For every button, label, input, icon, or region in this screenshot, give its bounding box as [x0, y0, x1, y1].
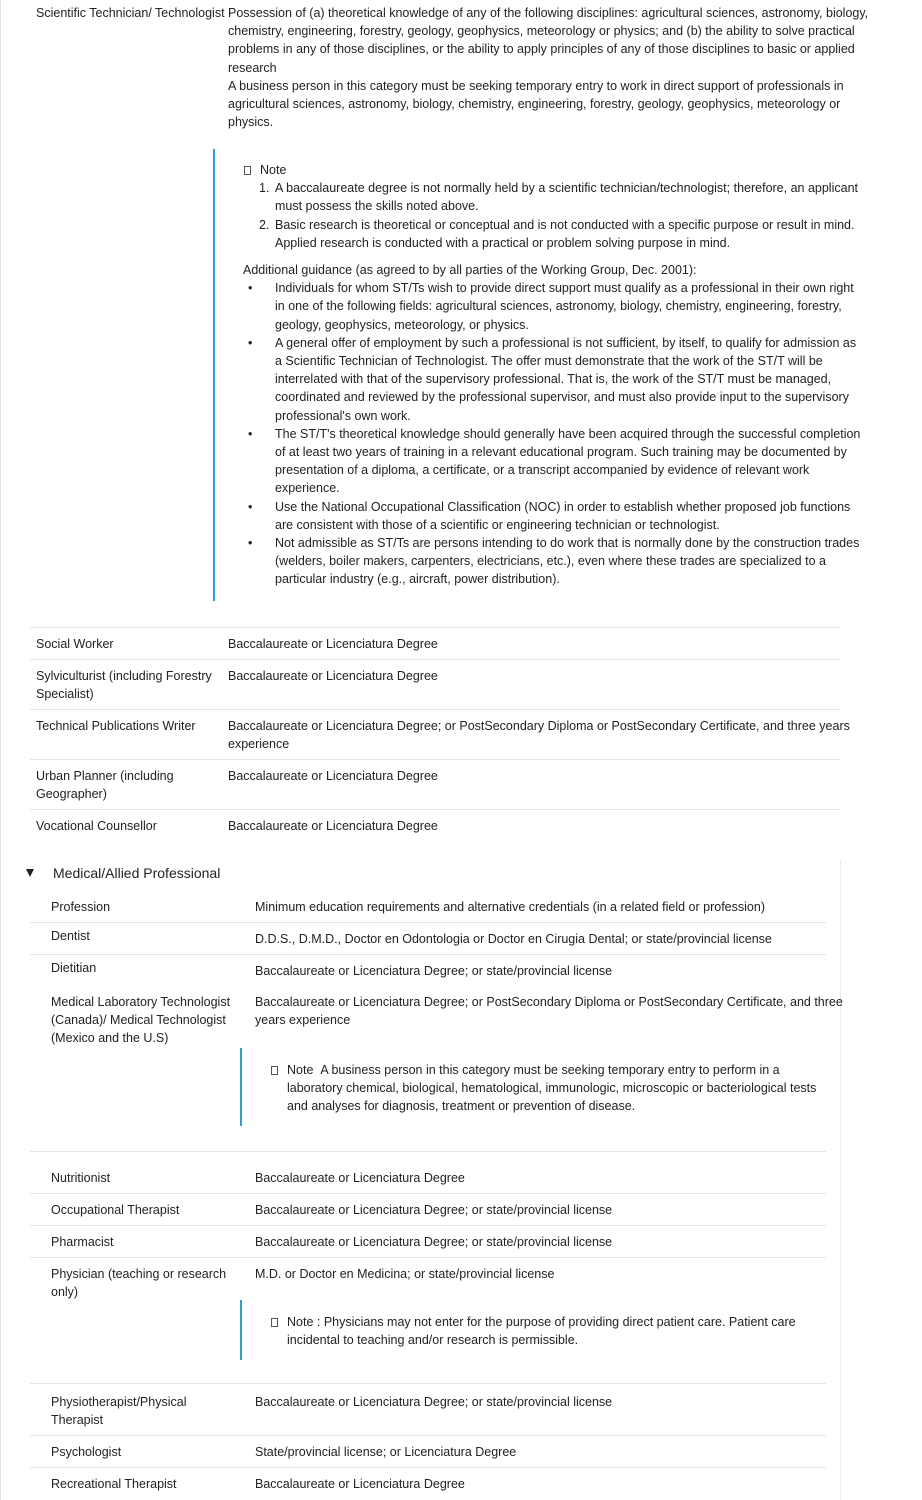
scientific-note-box: Note 1.A baccalaureate degree is not nor… [243, 161, 863, 589]
row-divider [30, 1257, 826, 1258]
requirement-nutritionist: Baccalaureate or Licenciatura Degree [255, 1171, 465, 1185]
profession-dentist: Dentist [51, 929, 90, 943]
profession-psychologist: Psychologist [51, 1445, 122, 1459]
left-border [0, 0, 1, 1500]
note-accent-bar [240, 1300, 242, 1360]
row-divider [30, 1151, 826, 1152]
profession-vocational-counsellor: Vocational Counsellor [36, 819, 157, 833]
row-divider [30, 922, 826, 923]
profession-pharmacist: Pharmacist [51, 1235, 114, 1249]
note-list: 1.A baccalaureate degree is not normally… [243, 179, 863, 252]
row-divider [30, 1435, 826, 1436]
row-divider [30, 709, 840, 710]
section-right-border [840, 860, 841, 1500]
requirement-medical-laboratory-technologist: Baccalaureate or Licenciatura Degree; or… [255, 995, 843, 1028]
row-divider [30, 627, 840, 628]
requirement-dentist: D.D.S., D.M.D., Doctor en Odontologia or… [255, 932, 772, 946]
requirement-dietitian: Baccalaureate or Licenciatura Degree; or… [255, 964, 613, 978]
profession-physician: Physician (teaching or research only) [51, 1267, 227, 1300]
row-divider [30, 1225, 826, 1226]
profession-urban-planner: Urban Planner (including Geographer) [36, 769, 174, 802]
profession-technical-publications-writer: Technical Publications Writer [36, 719, 196, 733]
note-label: Note [287, 1315, 314, 1329]
note-icon [271, 1318, 278, 1327]
requirement-urban-planner: Baccalaureate or Licenciatura Degree [228, 769, 438, 783]
note-icon [271, 1066, 278, 1075]
requirement-psychologist: State/provincial license; or Licenciatur… [255, 1445, 517, 1459]
profession-nutritionist: Nutritionist [51, 1171, 111, 1185]
requirement-technical-publications-writer: Baccalaureate or Licenciatura Degree; or… [228, 719, 850, 752]
note-icon [244, 165, 251, 175]
profession-scientific-technician: Scientific Technician/ Technologist [36, 6, 225, 20]
medlab-note-box: Note A business person in this category … [270, 1061, 818, 1116]
guidance-item: •A general offer of employment by such a… [248, 335, 857, 423]
requirement-recreational-therapist: Baccalaureate or Licenciatura Degree [255, 1477, 465, 1491]
requirement-sylviculturist: Baccalaureate or Licenciatura Degree [228, 669, 438, 683]
column-header-requirement: Minimum education requirements and alter… [255, 900, 765, 914]
note-text: A business person in this category must … [287, 1063, 817, 1114]
note-item: 1.A baccalaureate degree is not normally… [259, 181, 858, 214]
guidance-intro: Additional guidance (as agreed to by all… [243, 263, 697, 278]
note-label: Note [260, 163, 287, 177]
requirement-paragraph: A business person in this category must … [228, 78, 844, 130]
note-header: Note [243, 161, 863, 179]
guidance-item: •Individuals for whom ST/Ts wish to prov… [248, 281, 854, 332]
requirement-vocational-counsellor: Baccalaureate or Licenciatura Degree [228, 819, 438, 833]
guidance-item: •The ST/T's theoretical knowledge should… [248, 426, 861, 496]
profession-social-worker: Social Worker [36, 637, 114, 651]
requirement-physician: M.D. or Doctor en Medicina; or state/pro… [255, 1267, 555, 1281]
row-divider [30, 1383, 826, 1384]
requirement-scientific-technician: Possession of (a) theoretical knowledge … [228, 4, 880, 131]
row-divider [30, 659, 840, 660]
profession-physiotherapist: Physiotherapist/Physical Therapist [51, 1395, 187, 1428]
requirement-pharmacist: Baccalaureate or Licenciatura Degree; or… [255, 1235, 613, 1249]
note-label: Note [287, 1063, 314, 1077]
row-divider [30, 954, 826, 955]
note-text: : Physicians may not enter for the purpo… [287, 1315, 796, 1348]
requirement-paragraph: Possession of (a) theoretical knowledge … [228, 6, 869, 75]
profession-sylviculturist: Sylviculturist (including Forestry Speci… [36, 669, 212, 702]
profession-occupational-therapist: Occupational Therapist [51, 1203, 180, 1217]
note-accent-bar [213, 149, 215, 601]
guidance-item: •Use the National Occupational Classific… [248, 499, 851, 532]
profession-recreational-therapist: Recreational Therapist [51, 1477, 177, 1491]
requirement-social-worker: Baccalaureate or Licenciatura Degree [228, 637, 438, 651]
row-divider [30, 759, 840, 760]
row-divider [30, 1467, 826, 1468]
section-title: Medical/Allied Professional [53, 865, 221, 881]
note-item: 2.Basic research is theoretical or conce… [259, 217, 855, 250]
requirement-physiotherapist: Baccalaureate or Licenciatura Degree; or… [255, 1395, 613, 1409]
guidance-item: •Not admissible as ST/Ts are persons int… [248, 536, 860, 587]
guidance-list: •Individuals for whom ST/Ts wish to prov… [243, 279, 863, 588]
triangle-down-icon [26, 869, 34, 878]
physician-note-box: Note : Physicians may not enter for the … [270, 1313, 822, 1349]
row-divider [30, 1193, 826, 1194]
note-accent-bar [240, 1048, 242, 1126]
column-header-profession: Profession [51, 900, 111, 914]
profession-medical-laboratory-technologist: Medical Laboratory Technologist (Canada)… [51, 995, 231, 1046]
row-divider [30, 809, 840, 810]
requirement-occupational-therapist: Baccalaureate or Licenciatura Degree; or… [255, 1203, 613, 1217]
profession-dietitian: Dietitian [51, 961, 97, 975]
section-toggle-medical-allied[interactable]: Medical/Allied Professional [26, 864, 220, 882]
